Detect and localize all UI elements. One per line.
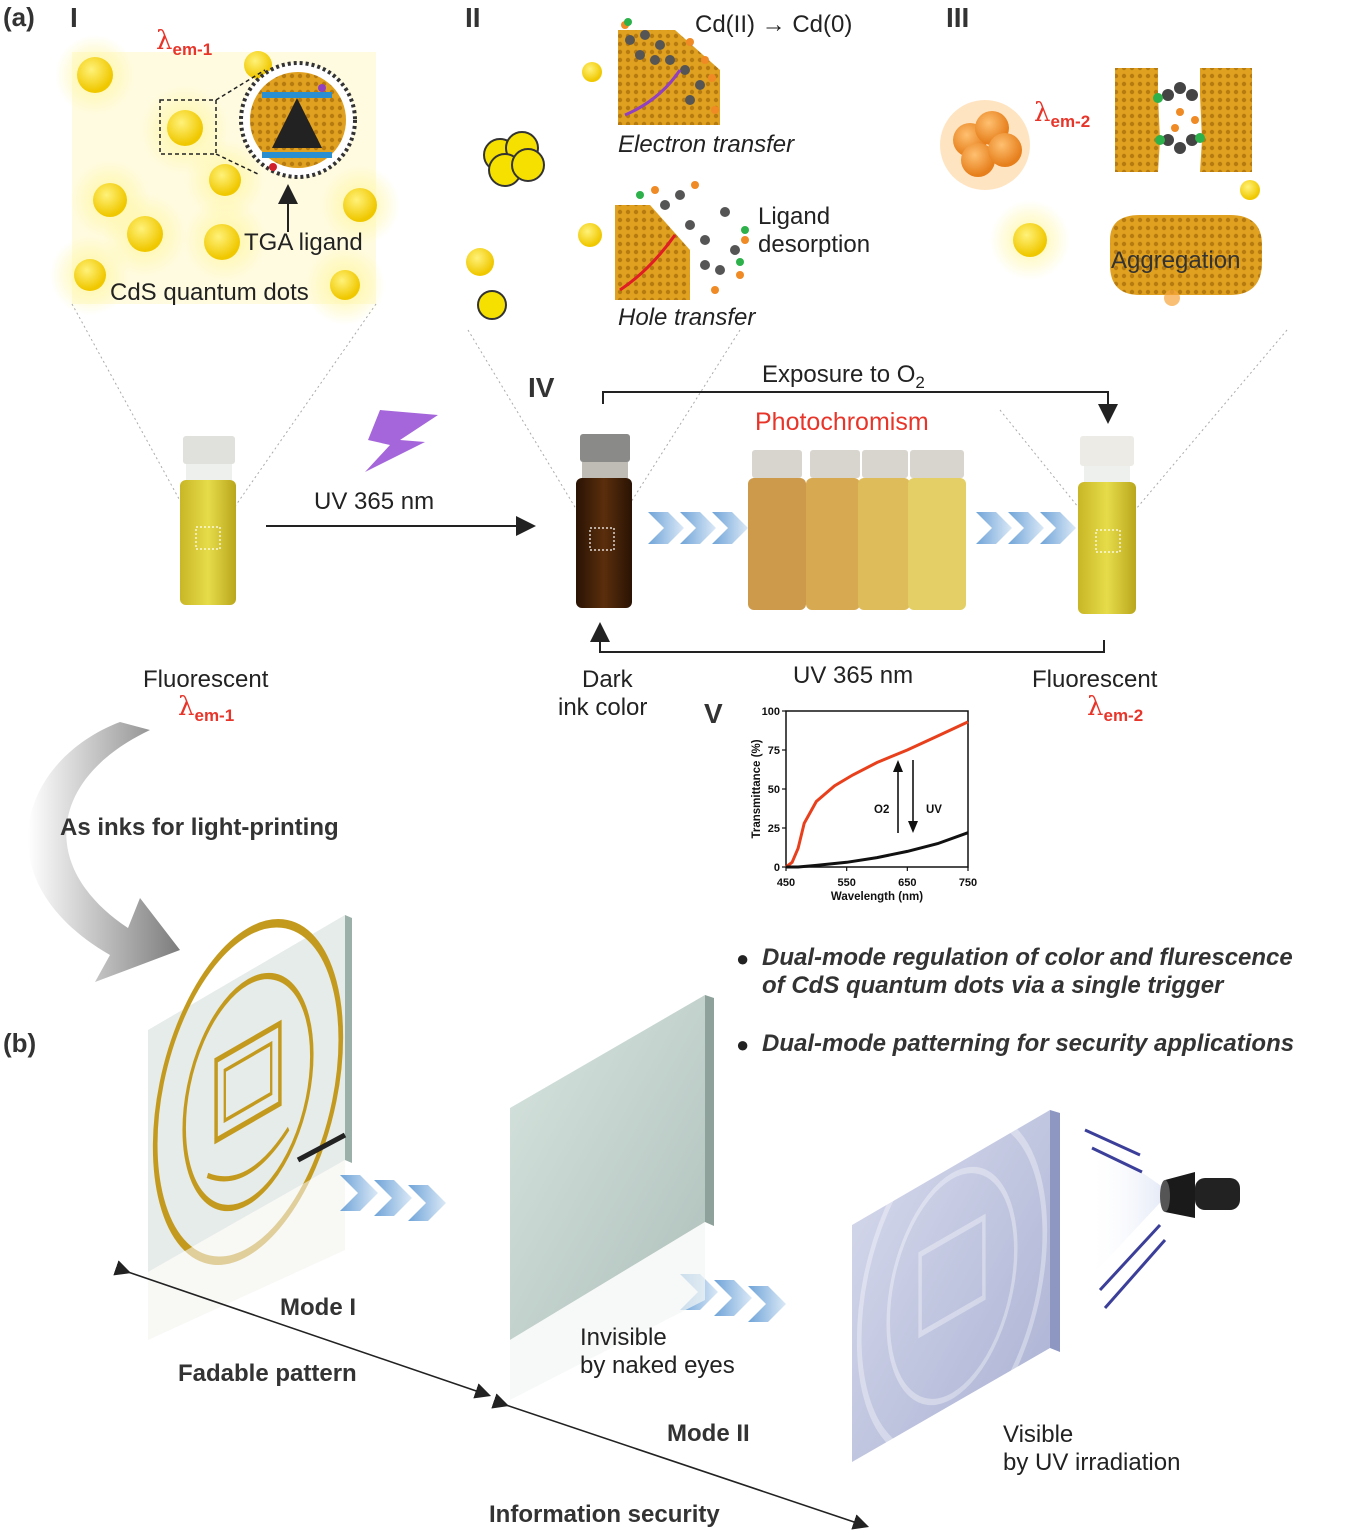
o2-arrowhead xyxy=(893,760,903,772)
x-axis-label: Wavelength (nm) xyxy=(831,891,923,903)
cds-qd-label: CdS quantum dots xyxy=(110,279,309,306)
dark-label: Dark xyxy=(582,666,633,693)
series-line xyxy=(786,831,969,869)
mode2-label: Mode II xyxy=(667,1420,750,1447)
mode1-label: Mode I xyxy=(280,1294,356,1321)
x-tick-label: 750 xyxy=(959,877,977,889)
bullet-dot: ● xyxy=(736,1032,750,1057)
panel-V-label: V xyxy=(704,698,723,729)
invisible-label: Invisible xyxy=(580,1324,667,1351)
panel-I-illustration xyxy=(50,35,400,325)
x-tick-label: 550 xyxy=(837,877,855,889)
panel-II-label: II xyxy=(465,2,481,33)
panel-IV-illustration xyxy=(180,391,1136,653)
aggregation-label: Aggregation xyxy=(1111,247,1241,274)
x-tick-label: 650 xyxy=(898,877,916,889)
lambda-em1-top: λem-1 xyxy=(156,26,213,60)
curved-arrow xyxy=(27,722,180,982)
ligand-label: Ligand xyxy=(758,203,831,230)
y-tick-label: 75 xyxy=(768,745,780,757)
tga-ligand-label: TGA ligand xyxy=(244,229,363,256)
bullet-list: ● Dual-mode regulation of color and flur… xyxy=(736,944,1361,1058)
uv-arrowhead xyxy=(908,821,918,833)
hole-transfer-label: Hole transfer xyxy=(618,304,756,331)
exposure-o2-label: Exposure to O2 xyxy=(762,361,925,392)
fluorescent-left-label: Fluorescent xyxy=(143,666,269,693)
fluorescent-right-label: Fluorescent xyxy=(1032,666,1158,693)
panel-b-illustration xyxy=(113,915,1240,1530)
o2-annotation: O2 xyxy=(874,804,889,816)
desorption-label: desorption xyxy=(758,231,871,258)
panel-III-illustration xyxy=(940,68,1262,306)
cd-reaction-label: Cd(II) → Cd(0) xyxy=(695,11,853,38)
panel-IV-label: IV xyxy=(528,372,555,403)
ink-color-label: ink color xyxy=(558,694,648,721)
lambda-em1-bottom: λem-1 xyxy=(178,692,235,726)
y-tick-label: 0 xyxy=(774,862,780,874)
photochromism-label: Photochromism xyxy=(755,408,929,436)
flashlight-icon xyxy=(1084,1128,1240,1309)
fadable-label: Fadable pattern xyxy=(178,1360,357,1387)
electron-transfer-label: Electron transfer xyxy=(618,131,795,158)
lambda-em2-bottom: λem-2 xyxy=(1087,692,1144,726)
inks-label: As inks for light-printing xyxy=(60,814,339,841)
y-tick-label: 50 xyxy=(768,784,780,796)
bullet-dot: ● xyxy=(736,946,750,971)
bullet-item: ● Dual-mode regulation of color and flur… xyxy=(736,944,1361,1000)
bullet-1-line2: of CdS quantum dots via a single trigger xyxy=(762,972,1224,999)
visible-label: Visible xyxy=(1003,1421,1074,1448)
bullet-2-line1: Dual-mode patterning for security applic… xyxy=(762,1030,1295,1057)
panel-II-illustration xyxy=(466,18,749,320)
panel-a-label: (a) xyxy=(3,2,35,32)
y-tick-label: 100 xyxy=(762,706,780,718)
panel-III-label: III xyxy=(946,2,970,33)
info-security-label: Information security xyxy=(489,1501,720,1528)
y-axis-label: Transmittance (%) xyxy=(751,739,763,838)
y-tick-label: 25 xyxy=(768,823,780,835)
uv-bottom-label: UV 365 nm xyxy=(793,662,914,689)
uv-top-label: UV 365 nm xyxy=(314,488,435,515)
bullet-item: ● Dual-mode patterning for security appl… xyxy=(736,1030,1361,1058)
series-line xyxy=(785,720,969,869)
panel-b-label: (b) xyxy=(3,1028,37,1058)
x-tick-label: 450 xyxy=(777,877,795,889)
uv-irradiation-label: by UV irradiation xyxy=(1003,1449,1181,1476)
uv-annotation: UV xyxy=(926,804,942,816)
naked-eyes-label: by naked eyes xyxy=(580,1352,735,1379)
lambda-em2-top: λem-2 xyxy=(1034,98,1091,132)
bullet-1-line1: Dual-mode regulation of color and flures… xyxy=(762,944,1293,971)
panel-I-label: I xyxy=(70,2,78,33)
